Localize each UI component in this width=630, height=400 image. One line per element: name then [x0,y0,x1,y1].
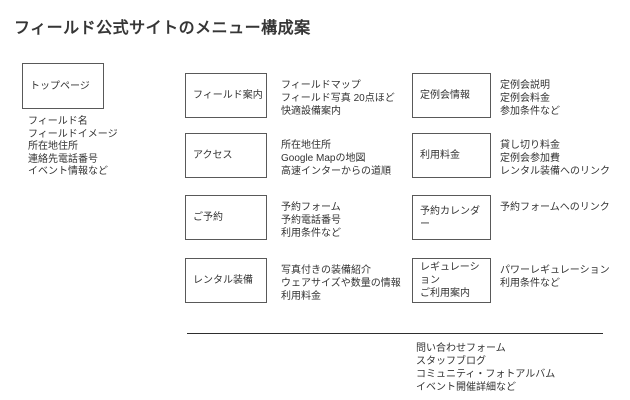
note-line: 所在地住所 [28,141,78,152]
note-line: イベント情報など [28,166,108,177]
note-line: 高速インターからの道順 [281,166,391,177]
box-reservation-calendar: 予約カレンダー [412,195,491,240]
regulation-guide-notes: パワーレギュレーション 利用条件など [500,264,610,290]
note-line: 定例会参加費 [500,153,560,164]
note-line: 問い合わせフォーム [416,343,506,354]
box-regulation-guide-label: レギュレーション ご利用案内 [420,262,480,299]
note-line: 連絡先電話番号 [28,153,98,165]
box-top-page-label: トップページ [30,80,90,92]
note-line: 定例会料金 [500,93,550,104]
note-line: 貸し切り料金 [500,140,560,151]
box-regular-event-info: 定例会情報 [412,73,491,118]
usage-fees-notes: 貸し切り料金 定例会参加費 レンタル装備へのリンク [500,139,610,178]
reservation-calendar-notes: 予約フォームへのリンク [500,201,610,214]
footer-notes: 問い合わせフォーム スタッフブログ コミュニティ・フォトアルバム イベント開催詳… [416,342,555,394]
note-line: 定例会説明 [500,80,550,91]
note-line: Google Mapの地図 [281,153,366,164]
note-line: フィールドイメージ [28,128,118,140]
regular-event-info-notes: 定例会説明 定例会料金 参加条件など [500,79,560,118]
box-access: アクセス [185,133,267,178]
box-access-label: アクセス [193,150,233,161]
box-usage-fees-label: 利用料金 [420,150,460,161]
box-rental-gear: レンタル装備 [185,258,267,303]
box-regulation-guide: レギュレーション ご利用案内 [412,258,491,303]
note-line: 利用条件など [500,278,560,289]
note-line: 写真付きの装備紹介 [281,265,371,276]
note-line: ウェアサイズや数量の情報 [281,278,401,289]
divider-line [187,333,603,334]
box-top-page: トップページ [22,63,104,109]
box-reservation: ご予約 [185,195,267,240]
reservation-notes: 予約フォーム 予約電話番号 利用条件など [281,201,341,240]
note-line: 利用条件など [281,228,341,239]
note-line: 快適設備案内 [281,106,341,117]
note-line: 予約フォーム [281,202,341,213]
note-line: 所在地住所 [281,140,331,151]
note-line: イベント開催詳細など [416,382,516,393]
page-title: フィールド公式サイトのメニュー構成案 [14,20,311,37]
rental-gear-notes: 写真付きの装備紹介 ウェアサイズや数量の情報 利用料金 [281,264,401,303]
note-line: 利用料金 [281,291,321,302]
note-line: コミュニティ・フォトアルバム [416,369,556,380]
note-line: 参加条件など [500,106,560,117]
field-guide-notes: フィールドマップ フィールド写真 20点ほど 快適設備案内 [281,79,395,118]
access-notes: 所在地住所 Google Mapの地図 高速インターからの道順 [281,139,391,178]
box-usage-fees: 利用料金 [412,133,491,178]
note-line: フィールドマップ [281,80,361,91]
note-line: スタッフブログ [416,356,486,367]
box-regular-event-info-label: 定例会情報 [420,90,470,101]
box-field-guide: フィールド案内 [185,73,267,118]
box-field-guide-label: フィールド案内 [193,90,263,101]
top-page-notes: フィールド名 フィールドイメージ 所在地住所 連絡先電話番号 イベント情報など [28,116,118,179]
note-line: 予約フォームへのリンク [500,202,610,213]
note-line: フィールド名 [28,116,88,127]
note-line: パワーレギュレーション [500,265,610,276]
box-reservation-calendar-label: 予約カレンダー [420,205,480,230]
box-rental-gear-label: レンタル装備 [193,275,253,286]
box-reservation-label: ご予約 [193,212,223,223]
note-line: フィールド写真 20点ほど [281,93,395,104]
note-line: 予約電話番号 [281,215,341,226]
note-line: レンタル装備へのリンク [500,166,610,177]
